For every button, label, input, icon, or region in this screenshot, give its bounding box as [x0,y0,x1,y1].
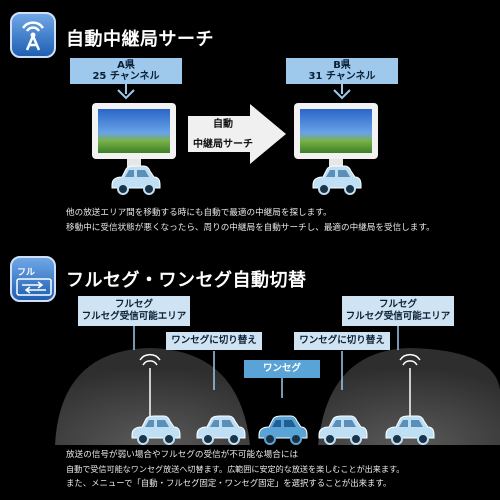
car-icon [318,415,368,445]
prefecture-b-channel: 31 チャンネル [308,71,376,82]
prefecture-a-name: A県 [117,60,135,71]
left-switch-to-oneseg-label: ワンセグに切り替え [166,332,262,350]
coverage-diagram [55,348,500,445]
prefecture-b-box: B県 31 チャンネル [286,58,398,84]
down-arrow-icon [117,84,135,100]
section-title-relay-search: 自動中継局サーチ [66,29,214,50]
auto-switch-description-2: 自動で受信可能なワンセグ放送へ切替ます。広範囲に安定的な放送を楽しむことが出来ま… [66,464,405,474]
car-icon [131,415,181,445]
relay-search-description-2: 移動中に受信状態が悪くなったら、周りの中継局を自動サーチし、最適の中継局を受信し… [66,223,435,233]
relay-search-description-1: 他の放送エリア間を移動する時にも自動で最適の中継局を探します。 [66,208,332,218]
car-icon [385,415,435,445]
car-icon [111,165,161,195]
car-icon [312,165,362,195]
prefecture-b-name: B県 [333,60,351,71]
right-fullseg-area-label: フルセグ フルセグ受信可能エリア [342,296,454,326]
auto-relay-search-label: 自動 中継局サーチ [190,118,256,152]
antenna-icon [10,12,56,58]
right-switch-to-oneseg-label: ワンセグに切り替え [294,332,390,350]
prefecture-a-box: A県 25 チャンネル [70,58,182,84]
down-arrow-icon [333,84,351,100]
car-icon [258,415,308,445]
full-one-switch-icon: フル [10,256,56,302]
auto-switch-description-3: また、メニューで「自動・フルセグ固定・ワンセグ固定」を選択することが出来ます。 [66,478,392,488]
tv-screen-b [294,103,378,159]
auto-switch-description-1: 放送の信号が弱い場合やフルセグの受信が不可能な場合には [66,450,299,460]
oneseg-center-label: ワンセグ [244,360,320,378]
section-title-auto-switch: フルセグ・ワンセグ自動切替 [66,270,307,291]
prefecture-a-channel: 25 チャンネル [92,71,160,82]
left-fullseg-area-label: フルセグ フルセグ受信可能エリア [78,296,190,326]
car-icon [196,415,246,445]
tv-screen-a [92,103,176,159]
